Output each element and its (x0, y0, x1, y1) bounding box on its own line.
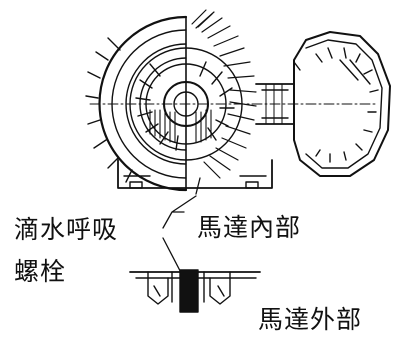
motor-outside-label: 馬達外部 (258, 305, 363, 334)
gear-housing (293, 31, 391, 177)
breather-bolt-label-line2: 螺栓 (14, 257, 67, 286)
leader-lines (162, 177, 201, 291)
bearing-housing (149, 109, 212, 143)
breather-bolt-label-line1: 滴水呼吸 (14, 215, 119, 244)
motor-inside-label: 馬達內部 (197, 213, 302, 242)
motor-base (117, 159, 273, 189)
stator-fins (185, 9, 257, 191)
breather-bolt (179, 269, 199, 313)
motor-end-shield (85, 15, 188, 192)
